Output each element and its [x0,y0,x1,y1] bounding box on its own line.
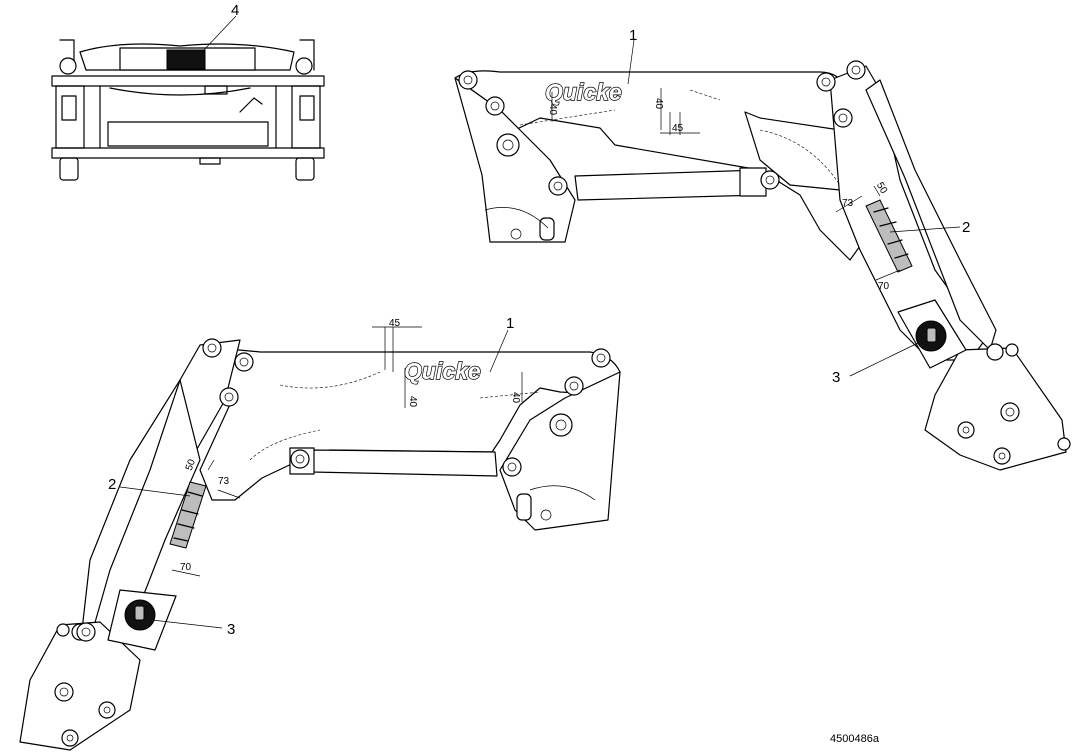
leader-upper-2 [889,226,961,233]
callout-front-4: 4 [231,2,239,19]
brand-decal-upper: Quicke [545,79,622,105]
leader-lower-1 [489,329,509,373]
upper-dimension-lines [551,88,901,281]
leader-upper-3 [849,342,919,377]
dim-lower-45: 45 [389,318,401,329]
leader-front-4 [201,15,237,53]
gauge-indicator-lower [107,589,177,651]
dim-lower-73: 73 [218,476,230,487]
gauge-indicator-upper [897,299,967,369]
dim-lower-50: 50 [184,458,198,473]
leader-upper-1 [627,39,635,85]
dim-upper-50: 50 [874,181,889,197]
dim-upper-40-left: 40 [547,104,558,116]
loader-arm-upper-right [454,60,1071,471]
dim-lower-40-right: 40 [510,392,521,404]
leader-lower-3 [151,619,223,629]
stripe-decal-lower [169,481,207,549]
loader-arm-lower-left [19,338,621,751]
dim-upper-70: 70 [878,281,890,292]
document-reference: 4500486a [830,733,880,745]
callout-lower-1: 1 [506,315,514,332]
callout-upper-3: 3 [832,369,840,386]
front-plate-decal [166,49,206,70]
dim-upper-40-right: 40 [653,98,664,110]
dim-upper-45: 45 [672,123,684,134]
callout-upper-1: 1 [629,27,637,44]
callout-upper-2: 2 [962,219,970,236]
dim-lower-70: 70 [180,562,192,573]
callout-lower-3: 3 [227,621,235,638]
lower-dimension-lines [171,326,523,577]
front-view-frame [51,39,325,181]
dim-lower-40-left: 40 [407,396,418,408]
callout-lower-2: 2 [108,476,116,493]
stripe-decal-upper [865,199,913,273]
dim-upper-73: 73 [842,198,854,209]
brand-decal-lower: Quicke [404,358,481,384]
leader-lower-2 [119,486,191,497]
